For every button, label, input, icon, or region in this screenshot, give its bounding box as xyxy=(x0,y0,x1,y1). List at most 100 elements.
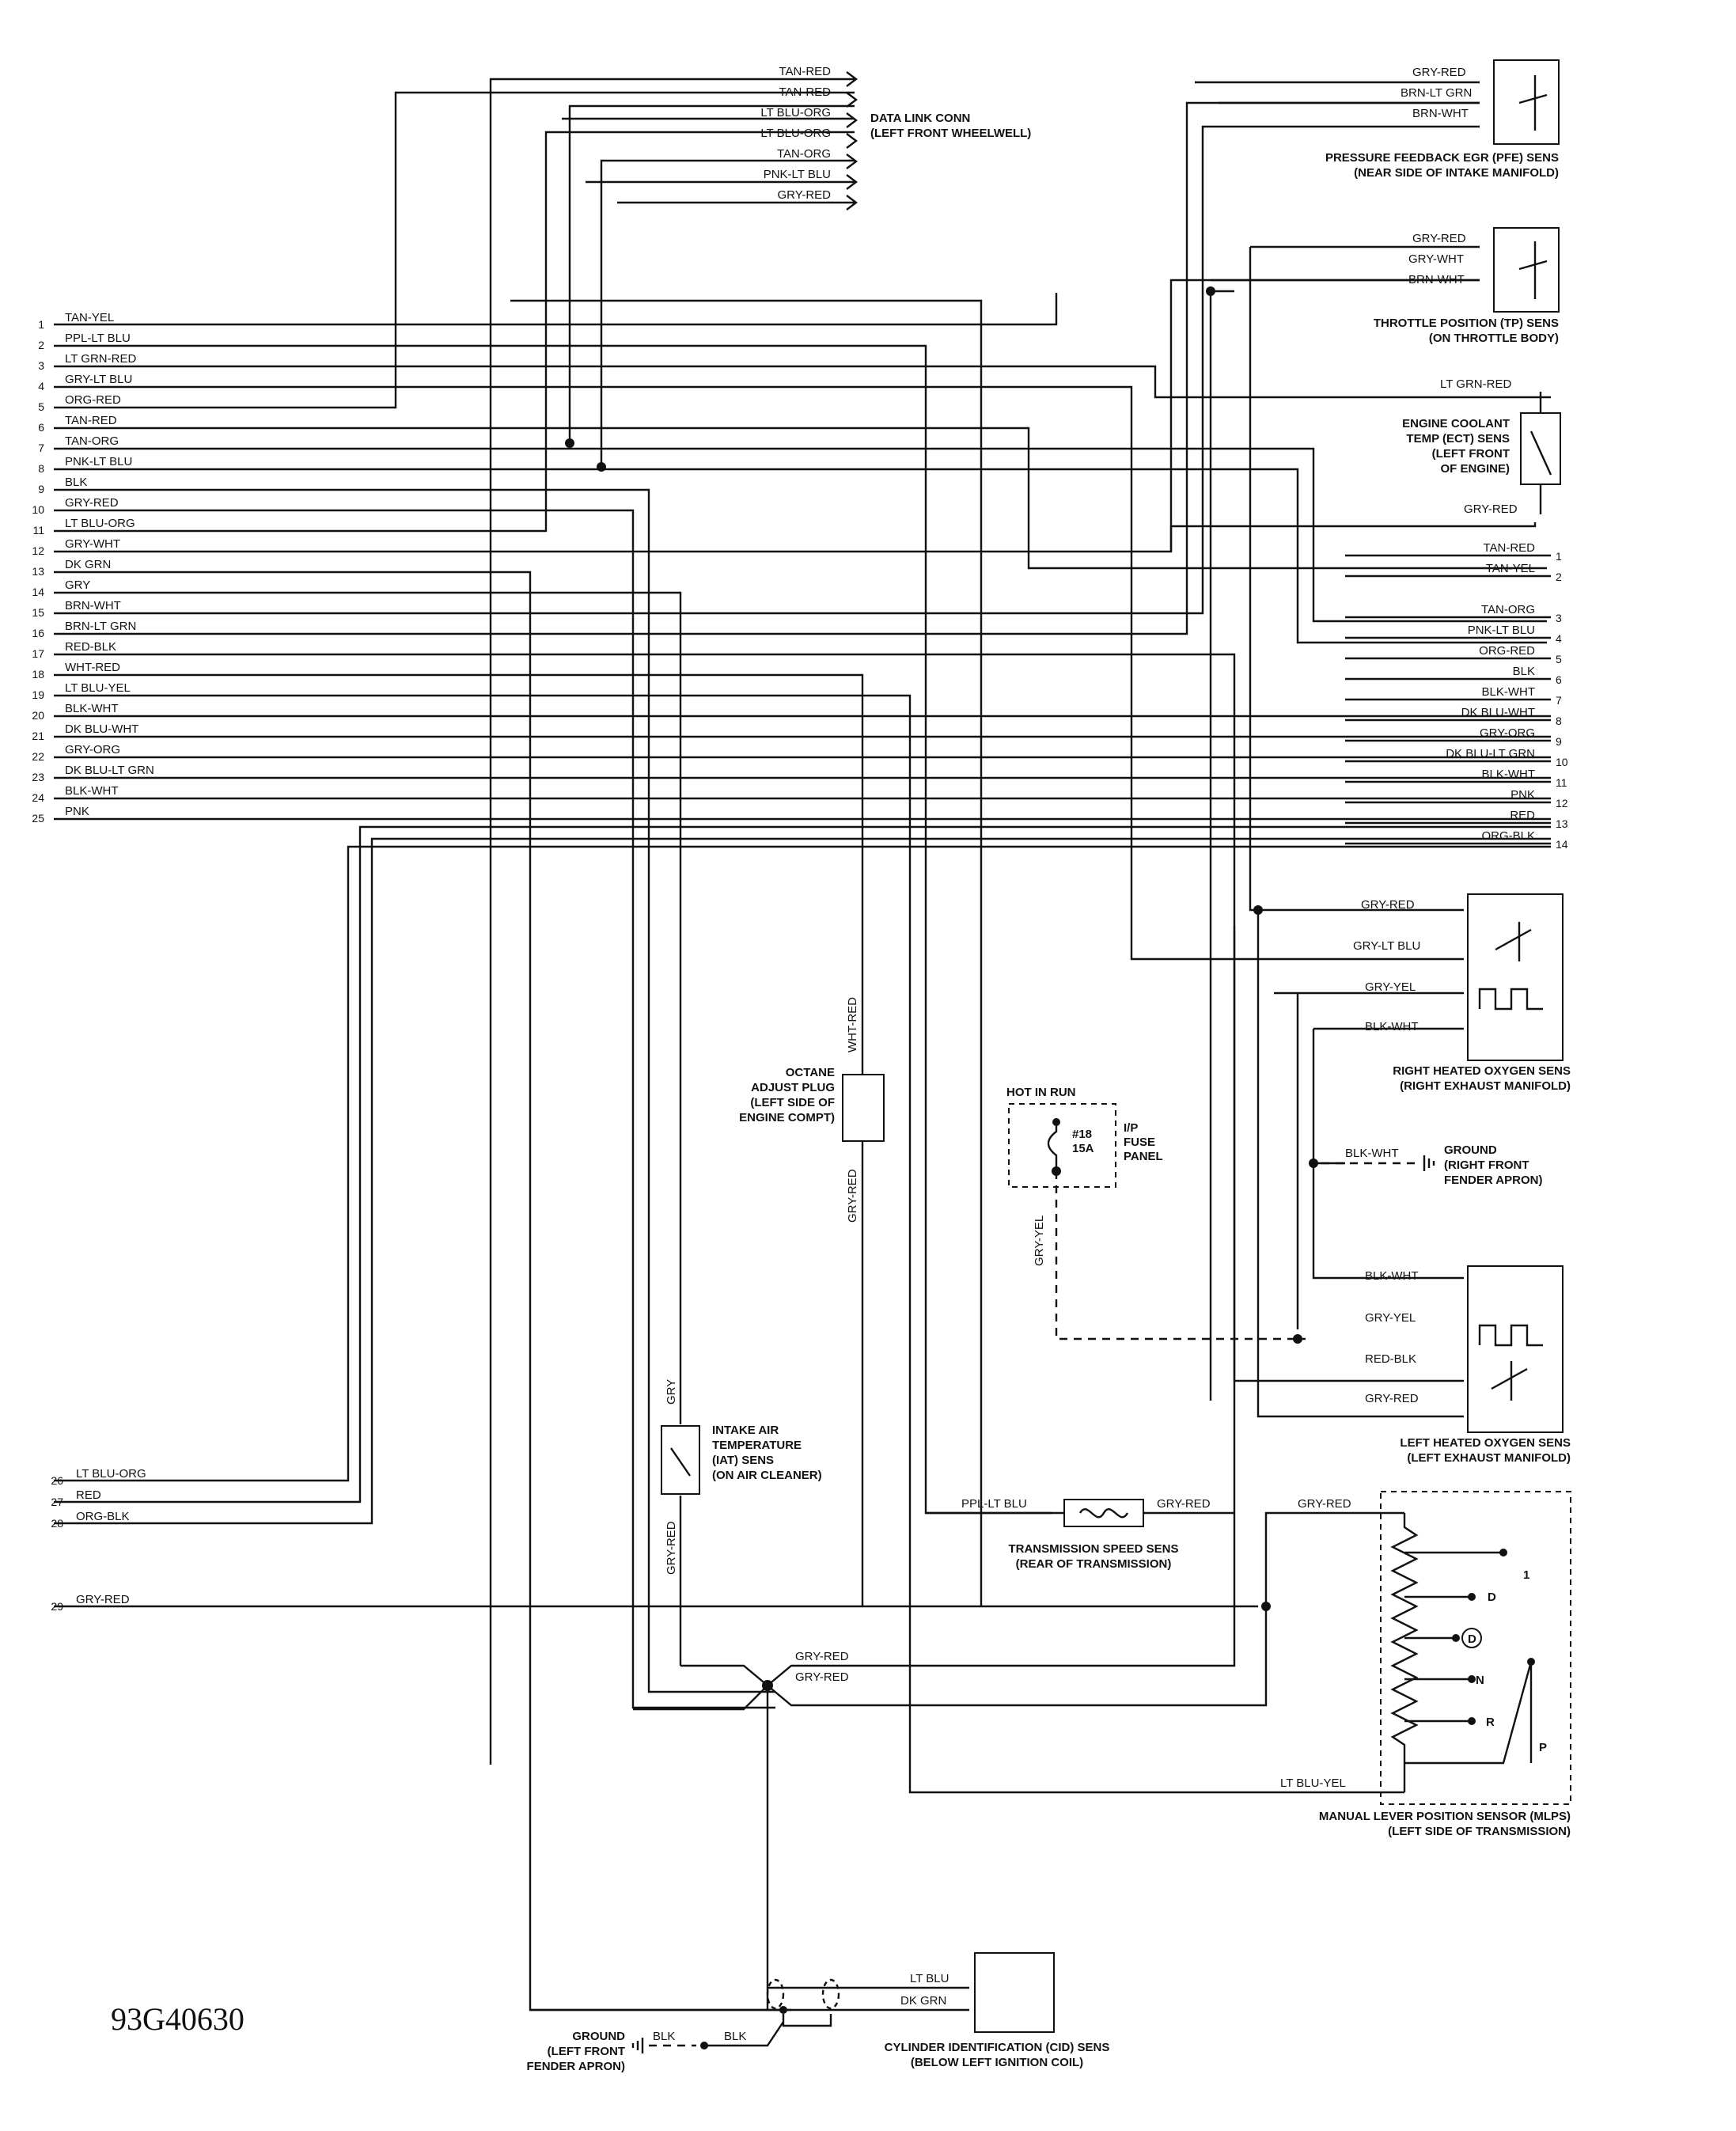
left-pin-number: 24 xyxy=(32,791,44,804)
wire-splice-3 xyxy=(633,1685,768,1711)
left-wire-label: GRY-WHT xyxy=(65,537,120,551)
left-wire-label: PNK-LT BLU xyxy=(65,455,132,468)
right-wire-label: TAN-ORG xyxy=(1481,603,1535,616)
fuse-panel-2: FUSE xyxy=(1124,1136,1155,1149)
dlc-wire-label: LT BLU-ORG xyxy=(760,127,831,140)
mlps-resistor-icon xyxy=(1390,1513,1419,1792)
ect-thermistor-icon xyxy=(1529,392,1552,514)
left-pin-number: 23 xyxy=(32,771,44,783)
iat-caption-2: TEMPERATURE xyxy=(712,1439,802,1452)
dlc-terminal-icon xyxy=(846,71,858,87)
left-pin-number: 27 xyxy=(51,1496,63,1508)
right-ground-icon xyxy=(1423,1155,1435,1171)
wire-left-4 xyxy=(54,385,1464,961)
mlps-contact xyxy=(1468,1717,1476,1725)
splice-dot xyxy=(565,438,574,448)
cid-caption-2: (BELOW LEFT IGNITION COIL) xyxy=(911,2056,1083,2069)
wire-ect-2 xyxy=(1169,522,1537,552)
left-pin-number: 18 xyxy=(32,668,44,681)
right-wire-label: TAN-YEL xyxy=(1486,562,1535,575)
cid-shield-icon xyxy=(821,1978,840,2010)
right-wire-label: BLK-WHT xyxy=(1482,768,1536,781)
left-pin-number: 5 xyxy=(38,400,44,413)
pfe-caption-1: PRESSURE FEEDBACK EGR (PFE) SENS xyxy=(1325,151,1559,165)
dlc-caption-1: DATA LINK CONN xyxy=(870,112,970,125)
right-pin-number: 5 xyxy=(1556,653,1562,665)
octane-caption-2: ADJUST PLUG xyxy=(751,1081,835,1094)
right-wire-label: TAN-RED xyxy=(1483,541,1535,555)
lho2s-caption-2: (LEFT EXHAUST MANIFOLD) xyxy=(1407,1451,1571,1465)
wire-splice-2 xyxy=(767,1511,1377,1707)
fuse-panel-3: PANEL xyxy=(1124,1150,1163,1163)
dlc-caption-2: (LEFT FRONT WHEELWELL) xyxy=(870,127,1031,140)
wire-left-5 xyxy=(54,91,855,409)
cid-drain-dot xyxy=(700,2042,708,2049)
octane-adjust-plug: WHT-RED GRY-RED OCTANE ADJUST PLUG (LEFT… xyxy=(739,997,885,1223)
cid-sensor: LT BLU DK GRN CYLINDER IDENTIFICATION (C… xyxy=(700,1952,1109,2069)
left-ho2s-heater-icon xyxy=(1478,1324,1543,1347)
mlps-wire-top: GRY-RED xyxy=(1298,1497,1351,1511)
left-wire-label: BLK xyxy=(65,476,87,489)
dlc-terminal-icon xyxy=(846,133,858,149)
lgnd-caption-2: (LEFT FRONT xyxy=(548,2045,625,2058)
left-pin-number: 25 xyxy=(32,812,44,825)
dlc-wire-label: TAN-RED xyxy=(779,85,831,99)
wire-left-11 xyxy=(54,131,855,533)
rho2s-wire-4: BLK-WHT xyxy=(1365,1020,1419,1033)
pfe-sensor: GRY-RED BRN-LT GRN BRN-WHT PRESSURE FEED… xyxy=(1325,59,1560,180)
mlps-contact xyxy=(1527,1658,1535,1666)
right-pin-number: 2 xyxy=(1556,571,1562,583)
right-ho2s: GRY-RED GRY-LT BLU GRY-YEL BLK-WHT RIGHT… xyxy=(1353,893,1571,1093)
ect-sensor-box xyxy=(1520,412,1561,485)
tp-sensor: GRY-RED GRY-WHT BRN-WHT THROTTLE POSITIO… xyxy=(1211,101,1560,345)
wire-dlc-7 xyxy=(510,299,983,1606)
wire-left-27 xyxy=(54,825,1551,1503)
left-wire-label: TAN-YEL xyxy=(65,311,114,324)
wire-left-1 xyxy=(54,293,1058,326)
ect-caption-4: OF ENGINE) xyxy=(1440,462,1510,476)
pfe-sensor-box xyxy=(1493,59,1560,145)
wire-dlc-2 xyxy=(568,104,855,443)
right-pin-number: 1 xyxy=(1556,550,1562,563)
left-pin-number: 29 xyxy=(51,1600,63,1613)
ect-caption-3: (LEFT FRONT xyxy=(1432,447,1510,461)
octane-wire-top: WHT-RED xyxy=(846,997,859,1052)
right-wire-label: ORG-RED xyxy=(1479,644,1535,658)
left-wire-label: LT GRN-RED xyxy=(65,352,136,366)
iat-sensor-box xyxy=(661,1425,700,1495)
right-pin-number: 9 xyxy=(1556,735,1562,748)
mlps-pos-2: D xyxy=(1488,1591,1496,1604)
mlps-pos-5: R xyxy=(1486,1716,1495,1729)
mlps-contact xyxy=(1499,1549,1507,1557)
right-pin-number: 6 xyxy=(1556,673,1562,686)
fuse-out-wire: GRY-YEL xyxy=(1033,1215,1046,1266)
tss-wire-left: PPL-LT BLU xyxy=(961,1497,1027,1511)
left-ho2s: BLK-WHT GRY-YEL RED-BLK GRY-RED LEFT HEA… xyxy=(1365,1265,1571,1465)
wire-left-19 xyxy=(54,694,1377,1794)
mlps-contact xyxy=(1468,1675,1476,1683)
mlps: 1 D D N R P GRY-RED LT BLU-YEL MANUAL LE… xyxy=(1280,1491,1571,1838)
left-pin-number: 10 xyxy=(32,503,44,516)
splice-dot xyxy=(1206,286,1215,296)
wire-dlc-1 xyxy=(489,78,855,1765)
right-wire-label: BLK-WHT xyxy=(1482,685,1536,699)
dlc-terminal-icon xyxy=(846,174,858,190)
tss-coil-icon xyxy=(1078,1508,1129,1519)
mlps-drive-circle-icon xyxy=(1461,1628,1482,1648)
ect-wire-top: LT GRN-RED xyxy=(1440,377,1511,391)
cid-wire-2: DK GRN xyxy=(900,1994,946,2008)
right-wire-label: DK BLU-WHT xyxy=(1461,706,1535,719)
left-pin-number: 17 xyxy=(32,647,44,660)
mlps-taps xyxy=(1404,1551,1533,1765)
tp-caption-1: THROTTLE POSITION (TP) SENS xyxy=(1374,317,1559,330)
left-pin-number: 9 xyxy=(38,483,44,495)
left-wire-label: TAN-RED xyxy=(65,414,117,427)
iat-caption-4: (ON AIR CLEANER) xyxy=(712,1469,822,1482)
iat-wire-top: GRY xyxy=(665,1379,678,1405)
rgnd-caption-1: GROUND xyxy=(1444,1143,1497,1157)
right-wire-label: PNK-LT BLU xyxy=(1468,624,1535,637)
left-wire-label: GRY-ORG xyxy=(65,743,120,756)
left-wire-label: DK BLU-LT GRN xyxy=(65,764,154,777)
